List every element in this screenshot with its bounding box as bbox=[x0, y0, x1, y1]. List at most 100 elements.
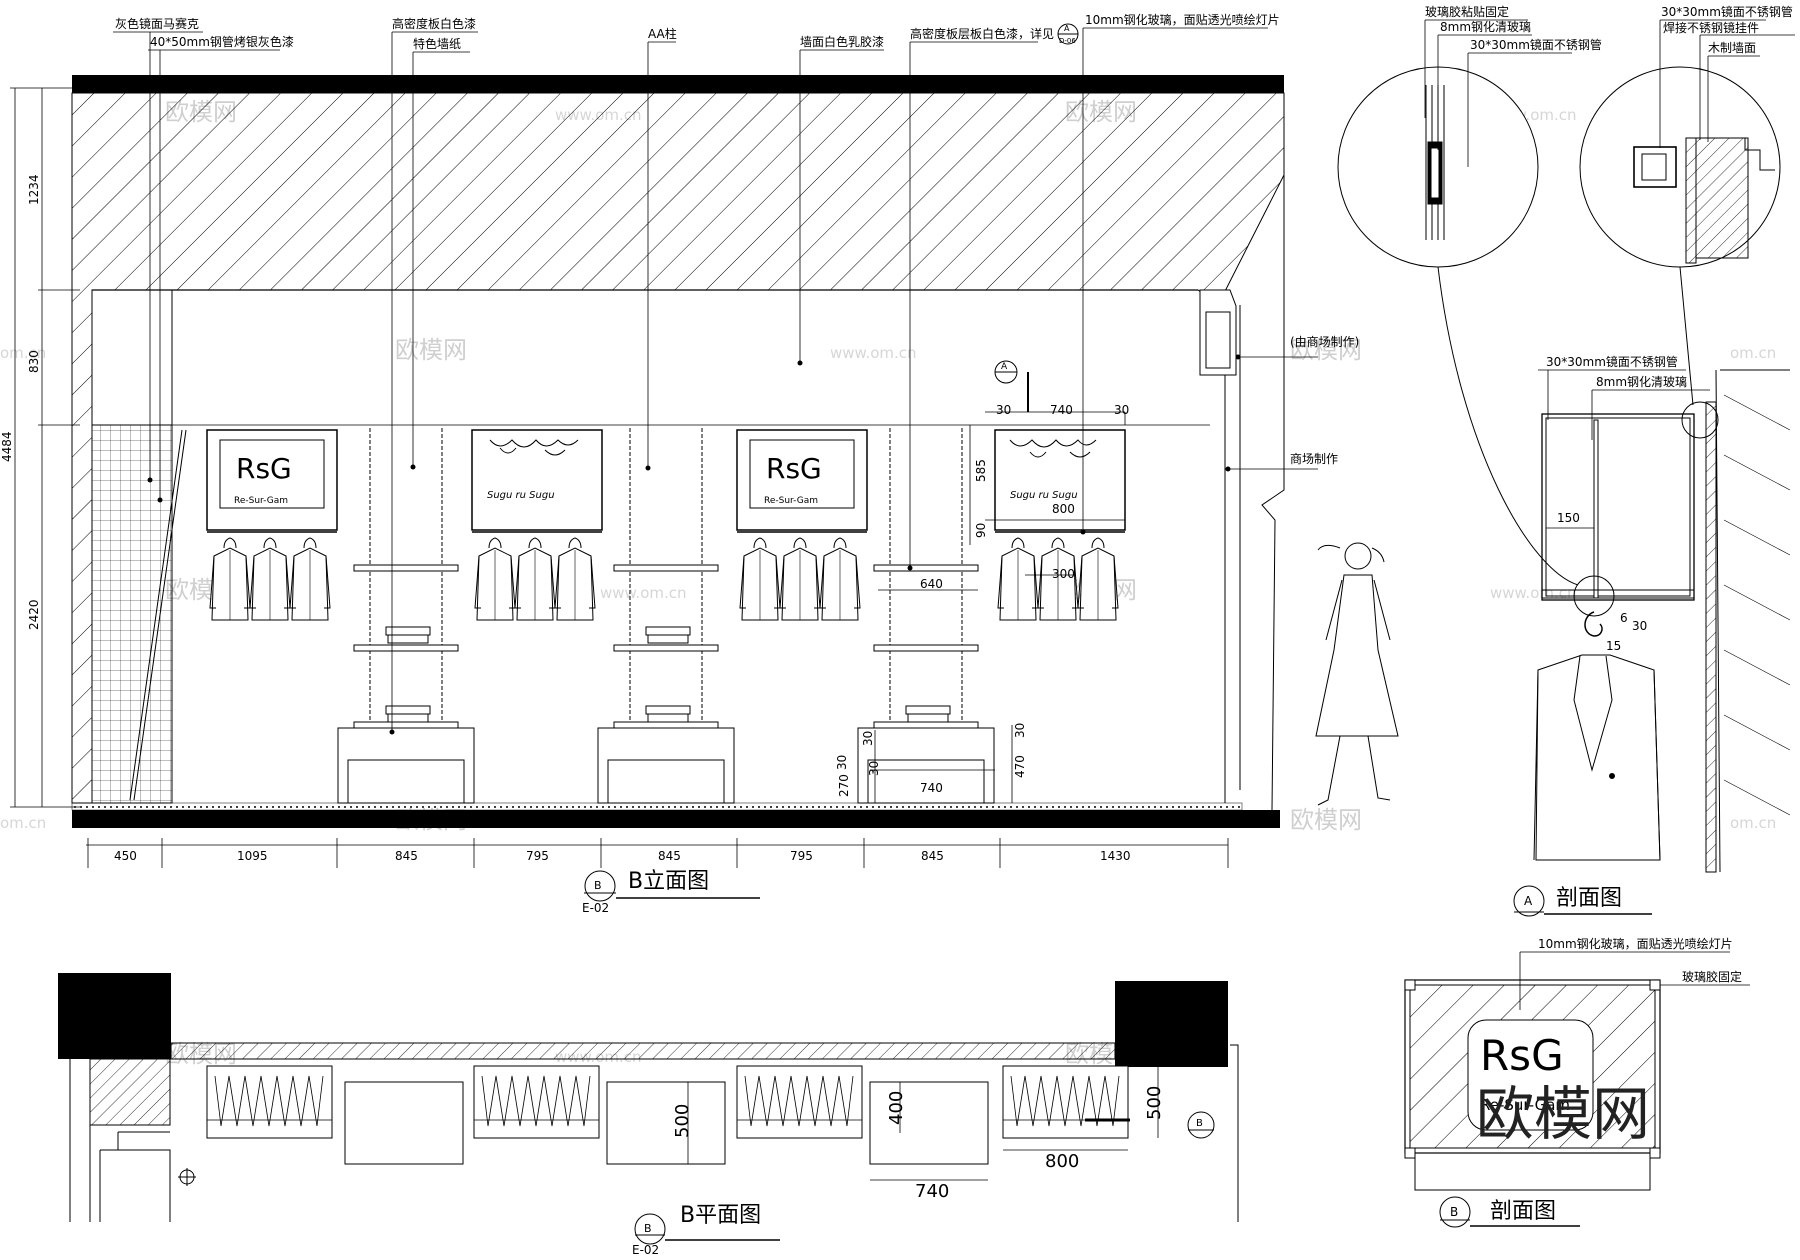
svg-text:30: 30 bbox=[835, 755, 849, 770]
svg-text:585: 585 bbox=[974, 459, 988, 482]
svg-text:Re-Sur-Gam: Re-Sur-Gam bbox=[1480, 1096, 1570, 1114]
svg-text:795: 795 bbox=[790, 849, 813, 863]
svg-text:270: 270 bbox=[837, 774, 851, 797]
svg-text:845: 845 bbox=[395, 849, 418, 863]
detail-right: 30*30mm镜面不锈钢管 焊接不锈钢镜挂件 木制墙面 bbox=[1579, 4, 1795, 268]
svg-text:845: 845 bbox=[921, 849, 944, 863]
svg-text:500: 500 bbox=[672, 1104, 693, 1138]
svg-text:2420: 2420 bbox=[27, 599, 41, 630]
svg-text:30: 30 bbox=[867, 761, 881, 776]
svg-text:www.om.cn: www.om.cn bbox=[1490, 584, 1577, 602]
svg-text:1430: 1430 bbox=[1100, 849, 1131, 863]
svg-text:1095: 1095 bbox=[237, 849, 268, 863]
svg-text:焊接不锈钢镜挂件: 焊接不锈钢镜挂件 bbox=[1663, 20, 1759, 35]
svg-text:A: A bbox=[1001, 362, 1008, 372]
svg-text:740: 740 bbox=[915, 1181, 949, 1202]
svg-text:90: 90 bbox=[974, 523, 988, 538]
svg-text:300: 300 bbox=[1052, 567, 1075, 581]
svg-text:8mm钢化清玻璃: 8mm钢化清玻璃 bbox=[1596, 375, 1687, 389]
svg-text:4484: 4484 bbox=[0, 431, 14, 462]
svg-text:RsG: RsG bbox=[1480, 1031, 1564, 1080]
svg-text:欧模网: 欧模网 bbox=[1476, 1080, 1650, 1148]
svg-text:商场制作: 商场制作 bbox=[1290, 451, 1338, 466]
svg-text:470: 470 bbox=[1013, 755, 1027, 778]
svg-text:450: 450 bbox=[114, 849, 137, 863]
svg-text:B平面图: B平面图 bbox=[680, 1203, 761, 1228]
svg-text:B: B bbox=[1450, 1205, 1458, 1219]
svg-text:30*30mm镜面不锈钢管: 30*30mm镜面不锈钢管 bbox=[1470, 37, 1602, 52]
detail-left: 玻璃胶粘贴固定 8mm钢化清玻璃 30*30mm镜面不锈钢管 bbox=[1337, 4, 1602, 268]
svg-text:AA柱: AA柱 bbox=[648, 26, 677, 41]
svg-text:高密度板层板白色漆，详见: 高密度板层板白色漆，详见 bbox=[910, 26, 1054, 41]
svg-text:om.cn: om.cn bbox=[1730, 344, 1776, 362]
svg-text:A: A bbox=[1064, 24, 1070, 33]
svg-text:剖面图: 剖面图 bbox=[1490, 1199, 1556, 1224]
svg-text:10mm钢化玻璃，面贴透光喷绘灯片: 10mm钢化玻璃，面贴透光喷绘灯片 bbox=[1538, 936, 1733, 951]
elevation-b: Sugu ru Sugu Sugu ru Sugu RsG Re-Sur-Gam… bbox=[0, 12, 1399, 915]
svg-text:B: B bbox=[594, 879, 602, 892]
section-a: 30*30mm镜面不锈钢管 8mm钢化清玻璃 150 6 30 15 A 剖面图 bbox=[1437, 266, 1791, 917]
svg-text:30: 30 bbox=[1114, 403, 1129, 417]
svg-text:高密度板白色漆: 高密度板白色漆 bbox=[392, 16, 476, 31]
svg-text:特色墙纸: 特色墙纸 bbox=[413, 36, 461, 51]
svg-text:30: 30 bbox=[861, 731, 875, 746]
svg-text:Sugu ru Sugu: Sugu ru Sugu bbox=[487, 490, 555, 501]
svg-text:15: 15 bbox=[1606, 639, 1621, 653]
svg-text:www.om.cn: www.om.cn bbox=[830, 344, 917, 362]
svg-text:10mm钢化玻璃，面贴透光喷绘灯片: 10mm钢化玻璃，面贴透光喷绘灯片 bbox=[1085, 12, 1280, 27]
svg-text:(由商场制作): (由商场制作) bbox=[1290, 334, 1359, 349]
plan-b: 400 500 500 740 800 B B E-02 B平面图 bbox=[58, 973, 1239, 1257]
svg-text:B立面图: B立面图 bbox=[628, 869, 709, 894]
svg-text:845: 845 bbox=[658, 849, 681, 863]
human-figure bbox=[1315, 542, 1399, 806]
svg-text:E-02: E-02 bbox=[632, 1243, 659, 1257]
svg-text:800: 800 bbox=[1045, 1151, 1079, 1172]
svg-text:30: 30 bbox=[1013, 723, 1027, 738]
floor-slab bbox=[72, 810, 1280, 828]
svg-text:www.om.cn: www.om.cn bbox=[600, 584, 687, 602]
svg-text:欧模网: 欧模网 bbox=[1290, 336, 1362, 364]
mosaic-column bbox=[91, 424, 173, 804]
svg-text:E-02: E-02 bbox=[582, 901, 609, 915]
svg-text:30*30mm镜面不锈钢管: 30*30mm镜面不锈钢管 bbox=[1546, 354, 1678, 369]
svg-text:玻璃胶粘贴固定: 玻璃胶粘贴固定 bbox=[1425, 4, 1509, 19]
svg-text:Re-Sur-Gam: Re-Sur-Gam bbox=[764, 496, 818, 506]
svg-text:6: 6 bbox=[1620, 611, 1628, 625]
svg-text:8mm钢化清玻璃: 8mm钢化清玻璃 bbox=[1440, 20, 1531, 34]
svg-text:RsG: RsG bbox=[236, 452, 292, 485]
svg-text:A: A bbox=[1524, 894, 1533, 908]
svg-text:830: 830 bbox=[27, 350, 41, 373]
svg-text:500: 500 bbox=[1144, 1086, 1165, 1120]
svg-text:欧模网: 欧模网 bbox=[1290, 806, 1362, 834]
svg-text:400: 400 bbox=[886, 1091, 907, 1125]
svg-text:D-06: D-06 bbox=[1059, 37, 1076, 45]
svg-text:30: 30 bbox=[996, 403, 1011, 417]
ceiling-slab bbox=[72, 75, 1284, 93]
svg-text:640: 640 bbox=[920, 577, 943, 591]
svg-text:740: 740 bbox=[1050, 403, 1073, 417]
svg-text:40*50mm钢管烤银灰色漆: 40*50mm钢管烤银灰色漆 bbox=[150, 34, 294, 49]
svg-text:150: 150 bbox=[1557, 511, 1580, 525]
svg-text:30*30mm镜面不锈钢管: 30*30mm镜面不锈钢管 bbox=[1661, 4, 1793, 19]
svg-text:RsG: RsG bbox=[766, 452, 822, 485]
svg-text:欧模网: 欧模网 bbox=[395, 336, 467, 364]
svg-text:Sugu ru Sugu: Sugu ru Sugu bbox=[1010, 490, 1078, 501]
svg-text:om.cn: om.cn bbox=[0, 344, 46, 362]
svg-text:1234: 1234 bbox=[27, 174, 41, 205]
svg-text:B: B bbox=[1196, 1118, 1203, 1129]
svg-text:795: 795 bbox=[526, 849, 549, 863]
svg-text:30: 30 bbox=[1632, 619, 1647, 633]
svg-text:墙面白色乳胶漆: 墙面白色乳胶漆 bbox=[800, 34, 884, 49]
svg-text:om.cn: om.cn bbox=[0, 814, 46, 832]
svg-text:om.cn: om.cn bbox=[1730, 814, 1776, 832]
svg-text:800: 800 bbox=[1052, 502, 1075, 516]
svg-text:剖面图: 剖面图 bbox=[1556, 886, 1622, 911]
svg-text:木制墙面: 木制墙面 bbox=[1708, 41, 1756, 55]
svg-text:灰色镜面马赛克: 灰色镜面马赛克 bbox=[115, 16, 199, 31]
svg-text:B: B bbox=[644, 1222, 652, 1235]
svg-text:740: 740 bbox=[920, 781, 943, 795]
section-b: RsG Re-Sur-Gam 欧模网 10mm钢化玻璃，面贴透光喷绘灯片 玻璃胶… bbox=[1404, 936, 1750, 1228]
svg-text:Re-Sur-Gam: Re-Sur-Gam bbox=[234, 496, 288, 506]
svg-text:玻璃胶固定: 玻璃胶固定 bbox=[1682, 969, 1742, 984]
